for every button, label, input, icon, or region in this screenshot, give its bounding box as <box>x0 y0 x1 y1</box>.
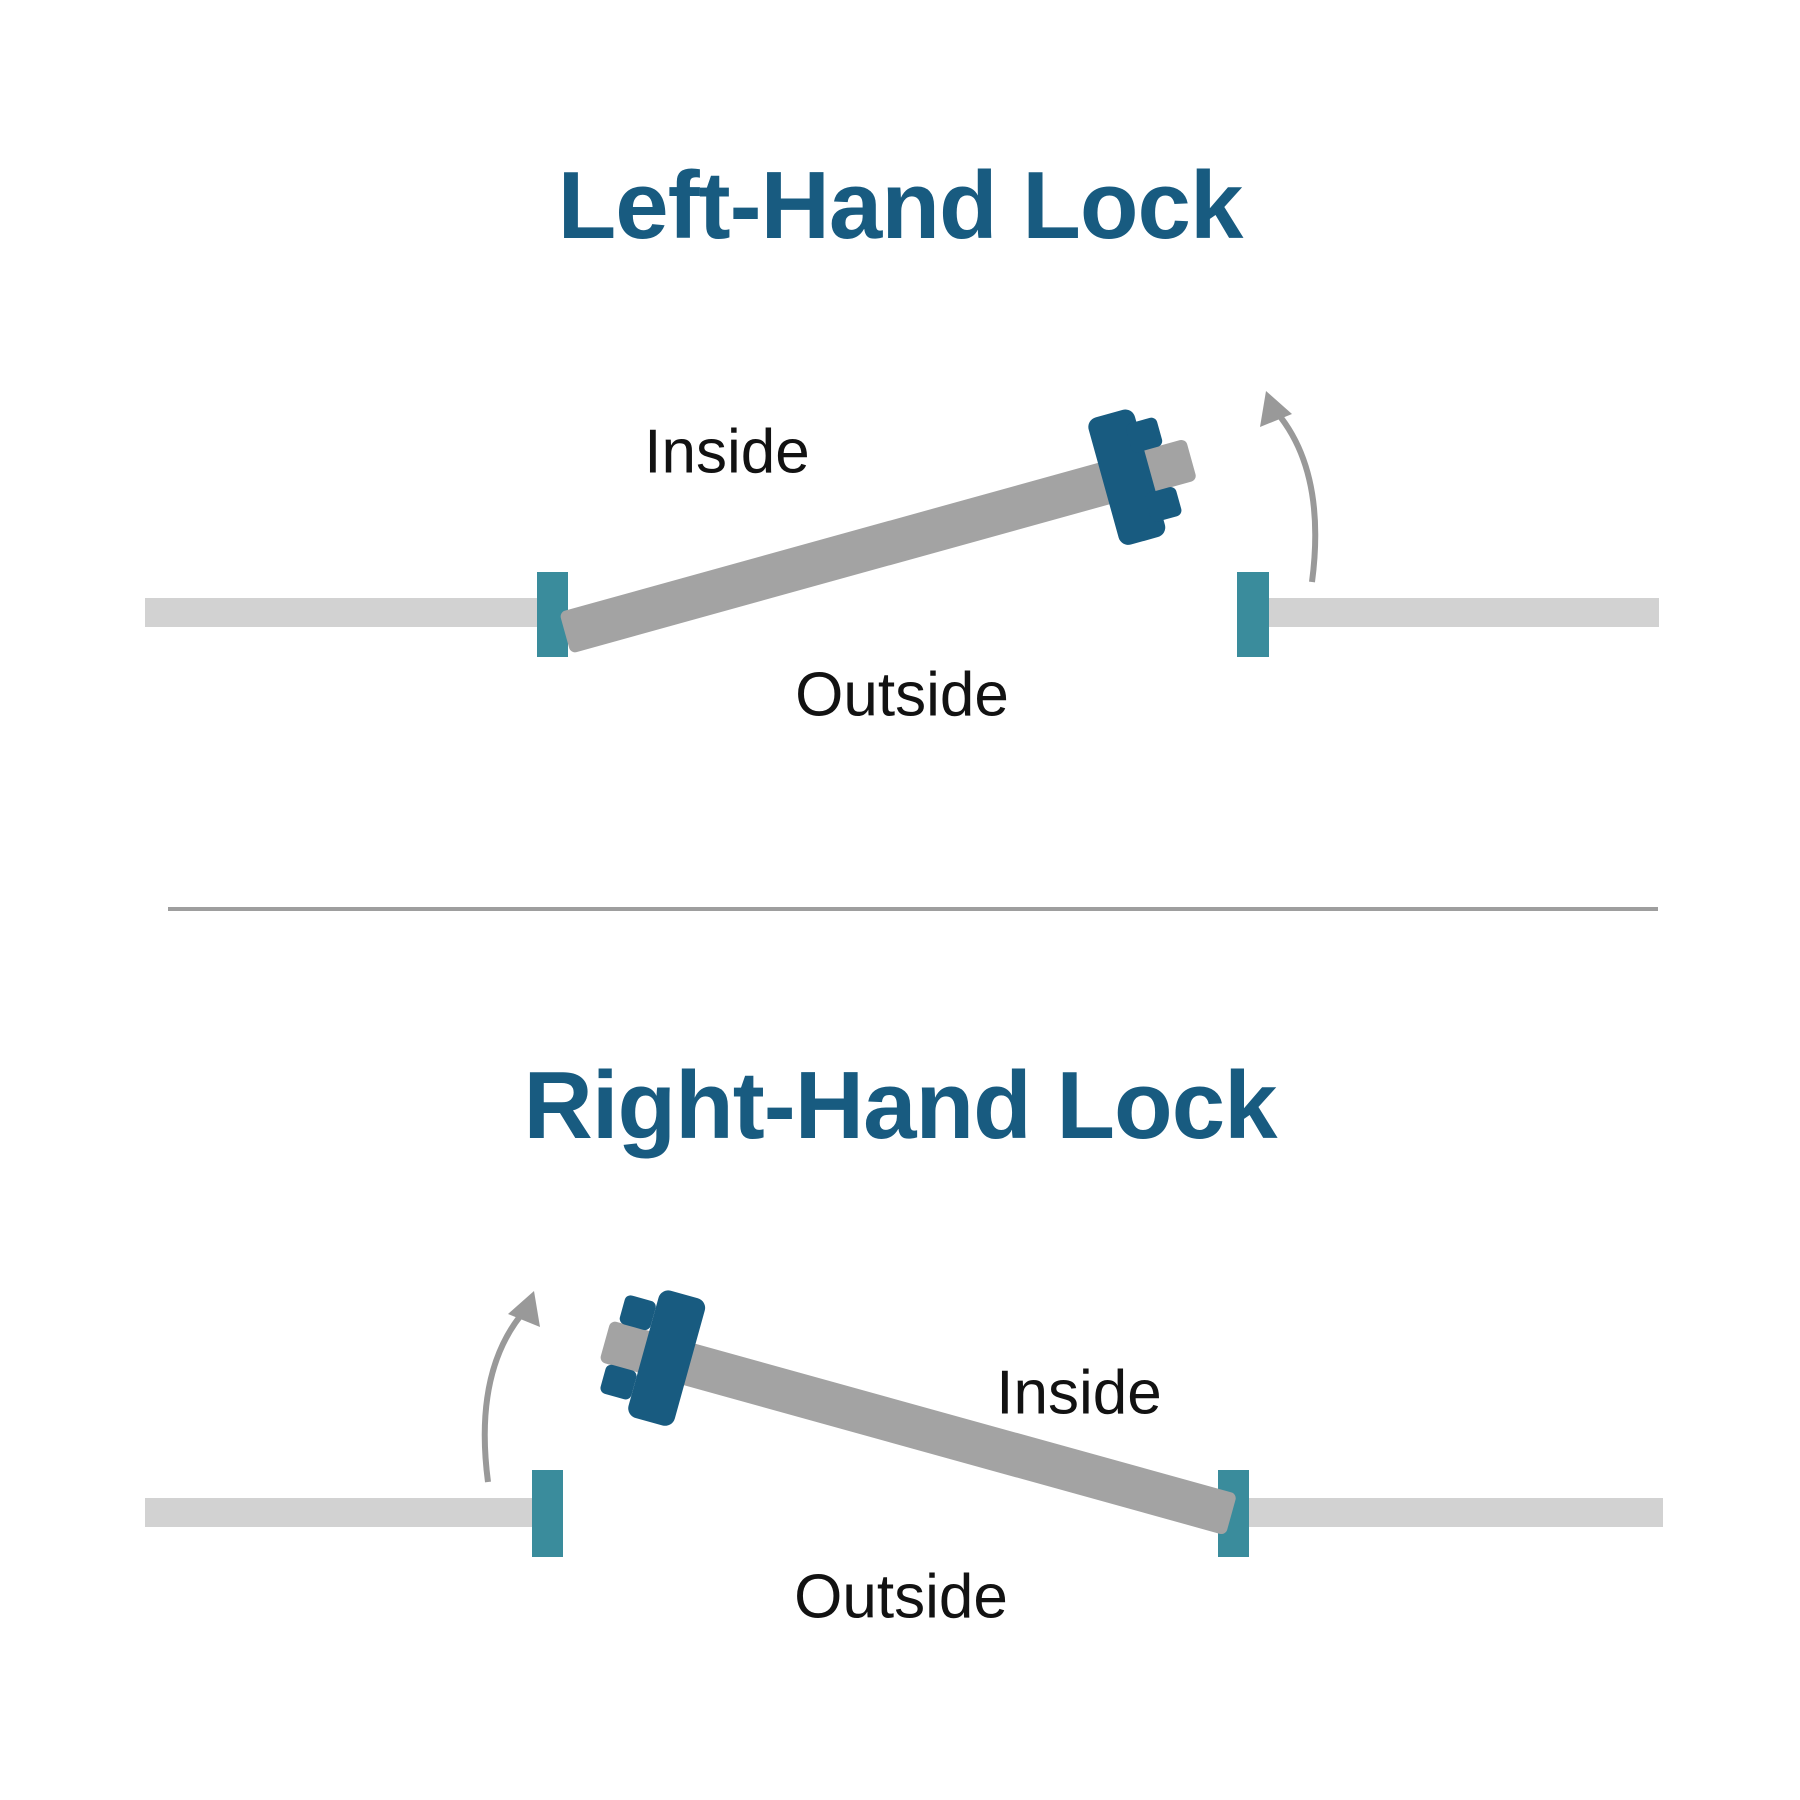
door-assembly <box>560 409 1196 653</box>
diagram-title-right-hand-lock: Right-Hand Lock <box>523 1052 1278 1159</box>
swing-arrow-curve <box>1270 405 1319 583</box>
swing-arrow-head <box>1260 391 1292 427</box>
door-panel <box>600 1321 1236 1535</box>
wall-right-segment <box>1247 1498 1663 1527</box>
swing-arrow <box>1260 391 1319 583</box>
lock-tab-top <box>1126 417 1163 453</box>
inside-label: Inside <box>644 417 810 487</box>
lock-tab-top <box>619 1295 656 1331</box>
swing-arrow <box>481 1291 540 1483</box>
lock-body <box>1088 409 1166 545</box>
door-panel <box>560 439 1196 653</box>
outside-label: Outside <box>794 1562 1008 1632</box>
wall-right-segment <box>1269 598 1659 627</box>
door-jamb-strike <box>1237 572 1269 657</box>
door-assembly <box>600 1290 1236 1535</box>
left-hand-lock-diagram <box>145 391 1659 657</box>
lock-icon <box>1088 409 1182 545</box>
section-divider <box>168 907 1658 911</box>
lock-tab-bottom <box>600 1364 637 1400</box>
wall-left-segment <box>145 598 540 627</box>
outside-label: Outside <box>795 660 1009 730</box>
lock-tab-bottom <box>1145 487 1182 522</box>
right-hand-lock-diagram <box>145 1290 1663 1557</box>
swing-arrow-head <box>508 1291 540 1327</box>
diagram-title-left-hand-lock: Left-Hand Lock <box>557 152 1244 259</box>
lock-icon <box>600 1290 706 1426</box>
door-jamb-strike <box>532 1470 563 1557</box>
lock-body <box>628 1290 706 1426</box>
wall-left-segment <box>145 1498 533 1527</box>
swing-arrow-curve <box>481 1305 530 1483</box>
inside-label: Inside <box>996 1358 1162 1428</box>
